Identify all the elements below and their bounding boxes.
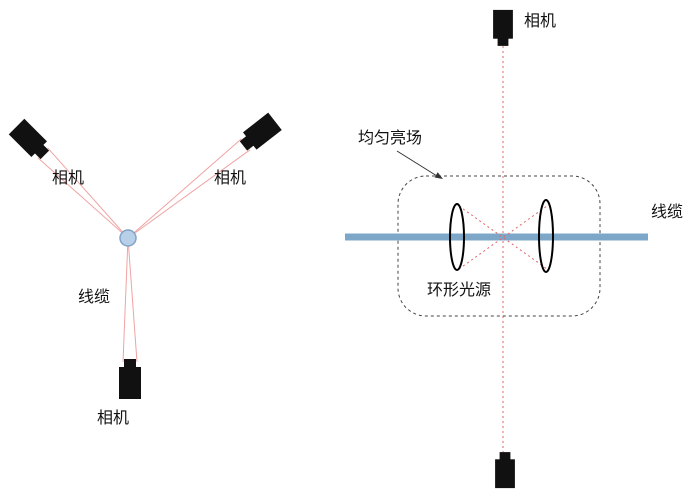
camera-icon [495,452,515,489]
camera-label: 相机 [52,169,84,187]
ring-light-label: 环形光源 [427,281,491,299]
camera-icon [119,359,141,399]
illumination-ray-line [458,205,548,270]
beam-line [37,157,129,239]
right-diagram-ring-light-side-view: 相机 均匀亮场 线缆 环形光源 [345,9,683,489]
uniform-field-label: 均匀亮场 [358,129,422,147]
beam-line [122,237,129,363]
cable-label: 线缆 [78,288,110,306]
annotation-arrow-line [396,150,438,177]
cable-cross-section-circle [119,229,137,247]
camera-label: 相机 [214,169,246,187]
camera-label: 相机 [97,409,129,427]
annotation-arrow-head [434,172,443,179]
beam-line [127,138,242,239]
camera-label: 相机 [524,12,556,30]
cable-label: 线缆 [651,203,683,221]
camera-icon [493,9,513,46]
ring-light-ellipse [449,203,465,271]
illumination-ray-line [458,205,548,270]
camera-icon [8,118,53,163]
ring-light-ellipse [538,199,554,273]
beam-line [47,147,129,239]
camera-icon [236,112,282,155]
beam-line [127,237,138,363]
beam-line [127,149,251,239]
left-diagram-three-camera-top-view: 相机 相机 线缆 相机 [8,112,282,427]
uniform-field-enclosure-outline [397,175,601,317]
